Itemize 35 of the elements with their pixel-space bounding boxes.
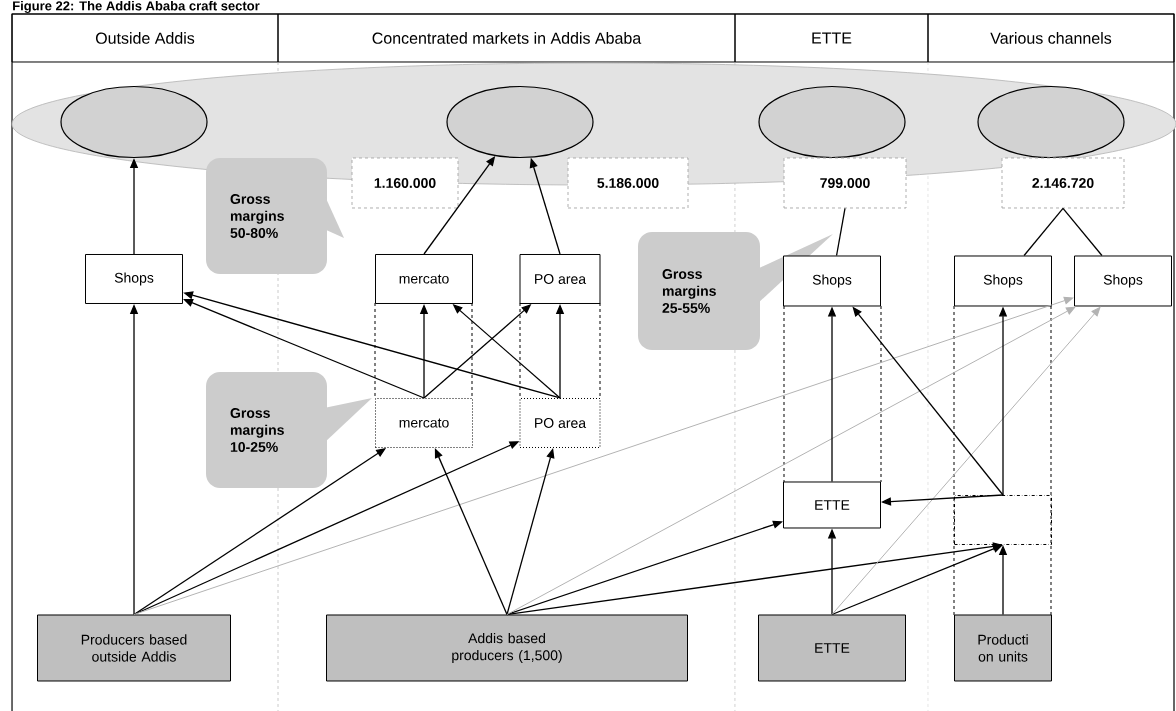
channel-box — [954, 495, 1052, 545]
producer-box: Addis based producers (1,500) — [326, 614, 688, 682]
market-oval — [977, 85, 1125, 159]
channel-box: PO area — [519, 398, 601, 448]
header-cell: Various channels — [927, 13, 1175, 63]
header-cell: Concentrated markets in Addis Ababa — [277, 13, 736, 63]
header-cell: Outside Addis — [11, 13, 279, 63]
channel-box: Shops — [1074, 255, 1172, 307]
value-box: 799.000 — [783, 157, 907, 209]
value-box: 1.160.000 — [351, 157, 459, 209]
arrow — [183, 298, 425, 399]
channel-box: Shops — [954, 255, 1052, 307]
arrow — [831, 307, 1101, 615]
arrow — [133, 296, 1074, 615]
arrow — [831, 544, 1003, 616]
producer-box: Producers based outside Addis — [37, 614, 231, 682]
channel-box: Shops — [783, 255, 881, 307]
channel-box: ETTE — [783, 481, 881, 529]
market-oval — [60, 85, 208, 159]
callout-bubble: Gross margins 10-25% — [206, 372, 372, 488]
producer-box: ETTE — [758, 614, 906, 682]
market-oval — [758, 85, 906, 159]
callout-bubble: Gross margins 50-80% — [206, 158, 344, 274]
market-oval — [446, 85, 594, 159]
producer-box: Producti on units — [954, 614, 1052, 682]
value-box: 5.186.000 — [567, 157, 689, 209]
figure-title: Figure 22: The Addis Ababa craft sector — [13, 0, 260, 14]
channel-box: Shops — [85, 254, 183, 304]
value-box: 2.146.720 — [1001, 157, 1125, 209]
arrow — [506, 306, 1076, 615]
channel-box: PO area — [519, 254, 601, 304]
channel-box: mercato — [375, 254, 473, 304]
header-cell: ETTE — [734, 13, 929, 63]
channel-box: mercato — [375, 398, 473, 448]
arrow — [434, 448, 508, 616]
